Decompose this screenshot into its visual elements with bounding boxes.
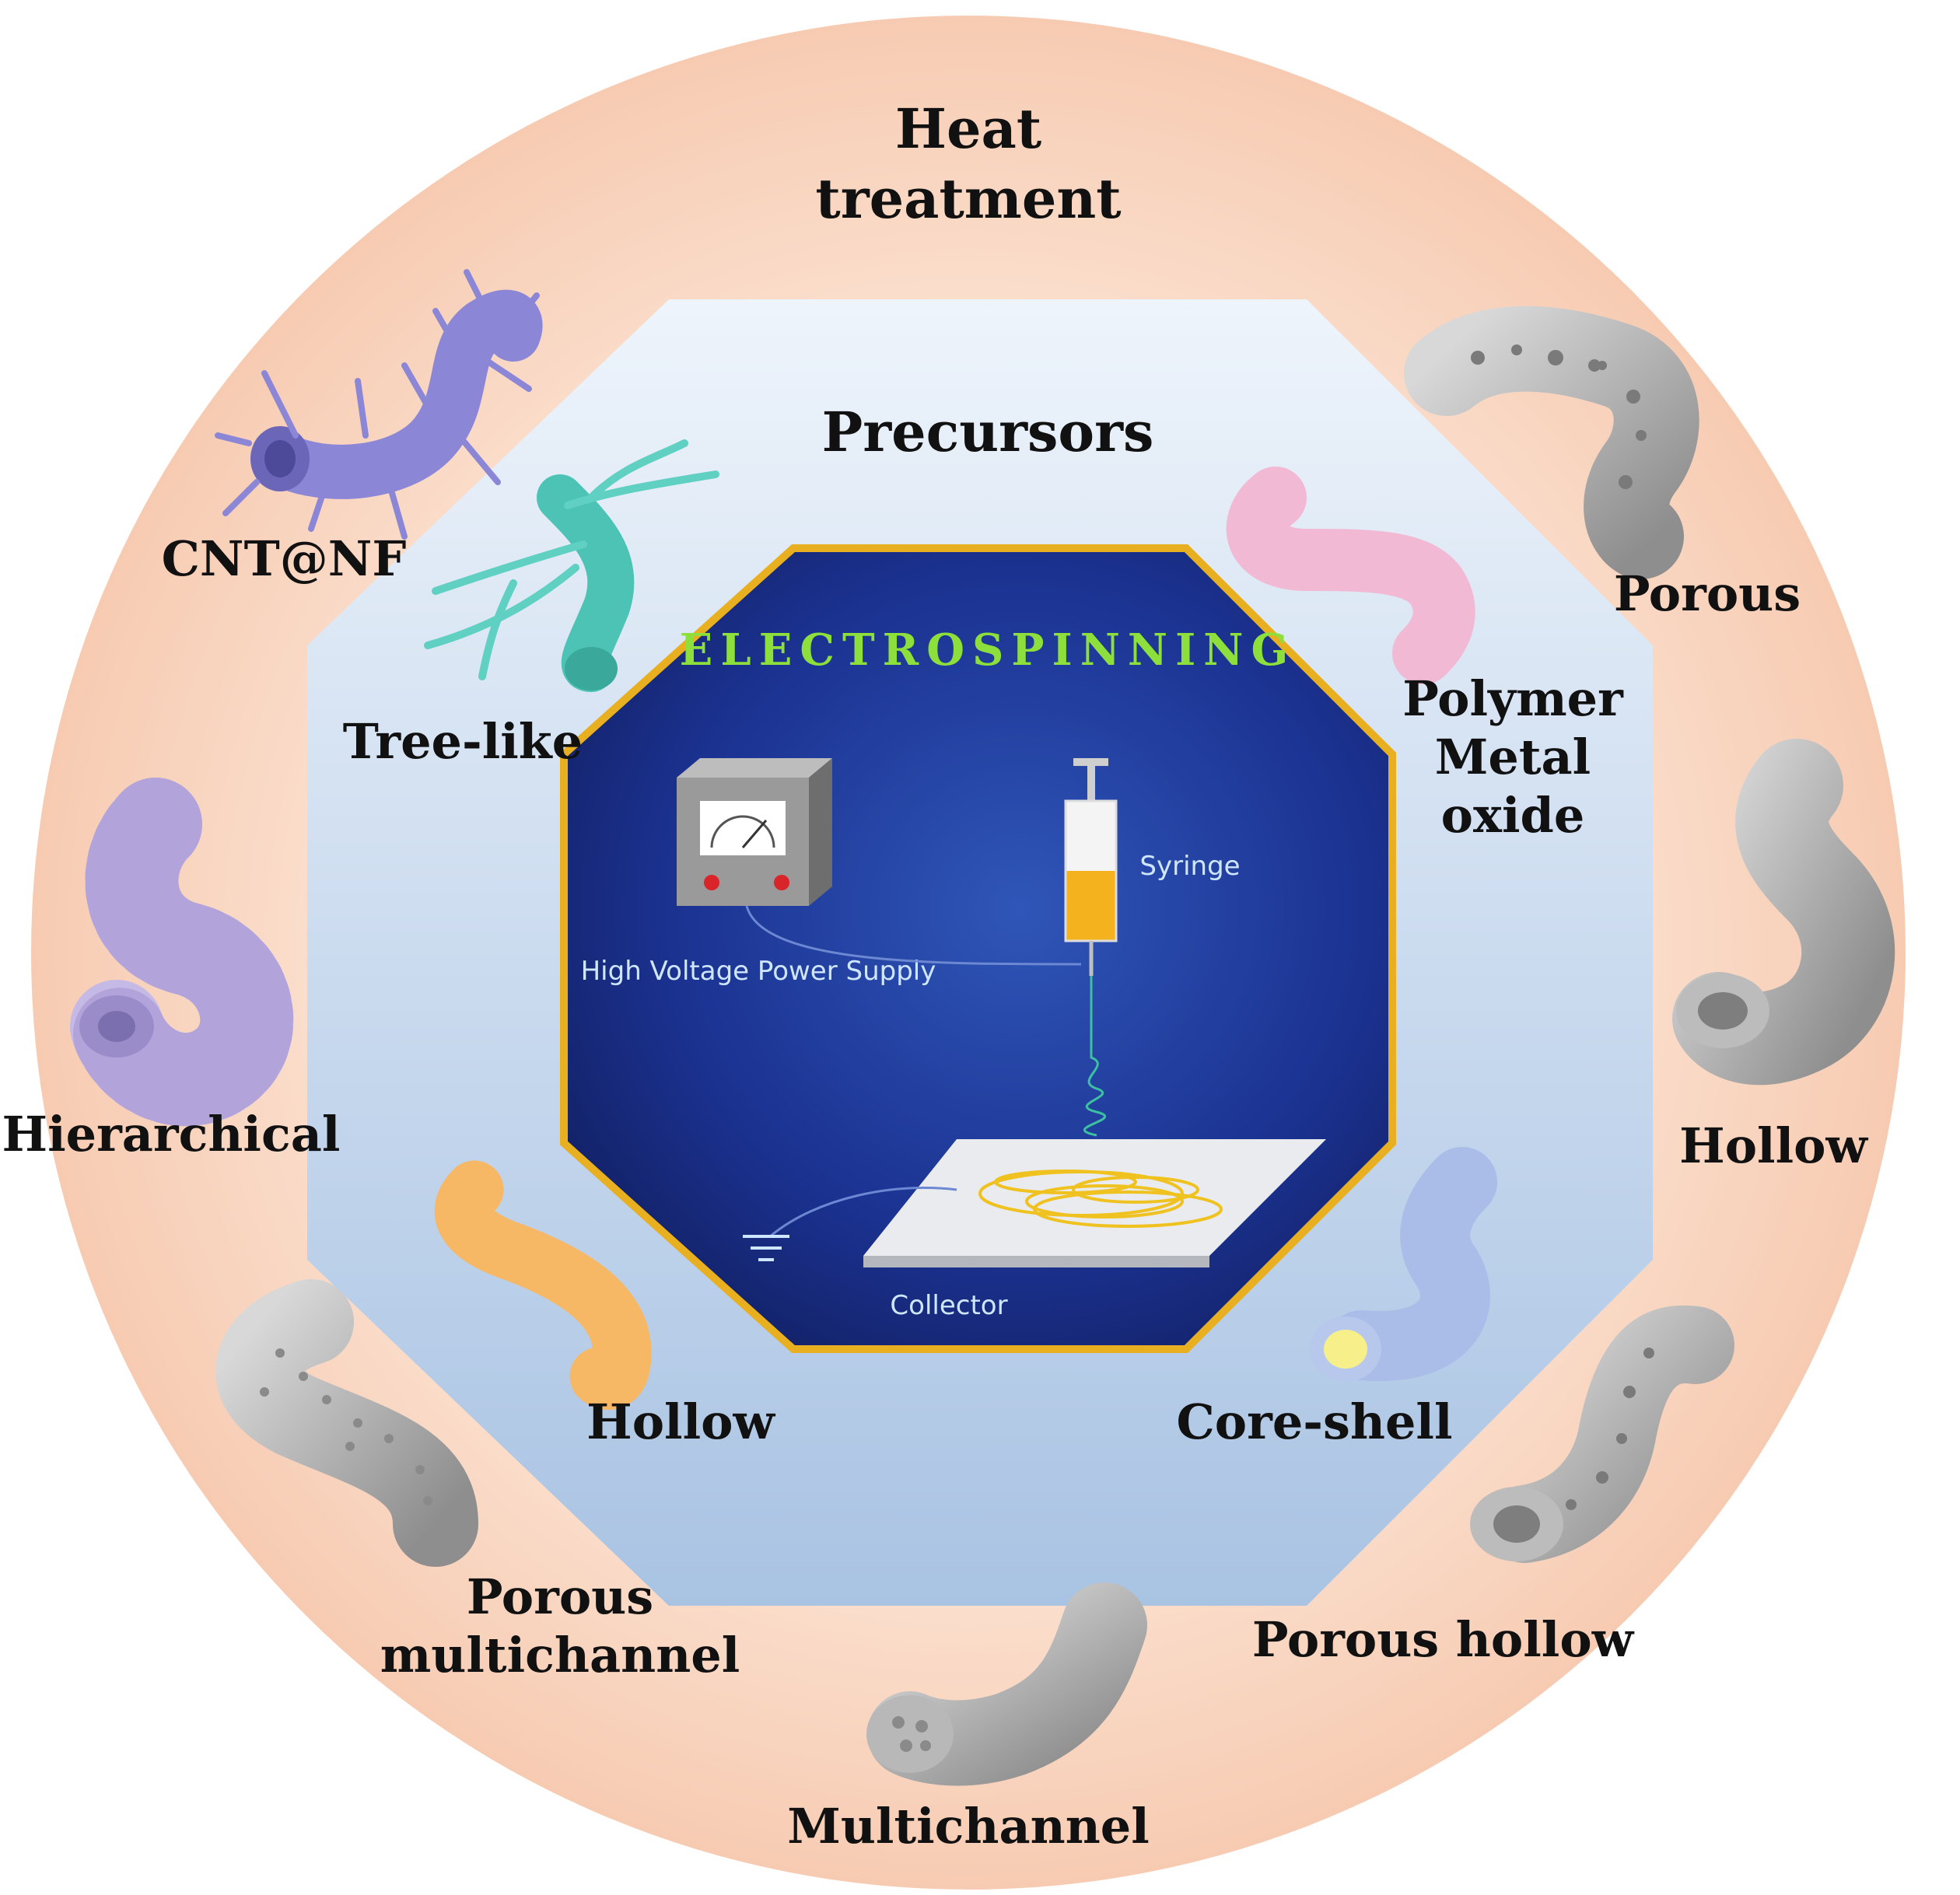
precursors-title: Precursors	[822, 400, 1154, 464]
label-porous-multichannel-line1: Porous	[467, 1568, 653, 1625]
ground-icon	[743, 1235, 789, 1261]
power-supply-icon	[677, 758, 832, 906]
label-hierarchical: Hierarchical	[2, 1106, 341, 1163]
syringe-icon	[1064, 758, 1118, 976]
hierarchical-fiber-icon	[70, 778, 294, 1127]
label-power-supply: High Voltage Power Supply	[581, 956, 936, 987]
label-porous-hollow: Porous hollow	[1252, 1611, 1635, 1668]
label-metal: Metal	[1435, 729, 1591, 785]
cnt-nf-fiber-icon	[215, 269, 543, 540]
polymer-fiber-icon	[1226, 467, 1475, 684]
tree-like-fiber-icon	[424, 439, 719, 692]
heat-treatment-title-line2: treatment	[815, 166, 1121, 231]
porous-fiber-icon	[1404, 306, 1699, 579]
ground-wire	[769, 1187, 957, 1238]
label-cnt-nf: CNT@NF	[162, 530, 407, 587]
hollow-fiber-icon	[1672, 739, 1895, 1086]
collector-icon	[863, 1139, 1326, 1267]
electrospun-jet	[1083, 976, 1106, 1137]
label-multichannel: Multichannel	[787, 1798, 1150, 1855]
label-hollow-inner: Hollow	[586, 1393, 775, 1450]
label-porous-multichannel-line2: multichannel	[380, 1627, 740, 1683]
label-porous: Porous	[1614, 565, 1801, 622]
label-syringe: Syringe	[1139, 851, 1240, 882]
label-oxide: oxide	[1441, 787, 1585, 844]
label-core-shell: Core-shell	[1176, 1393, 1452, 1450]
label-polymer: Polymer	[1402, 670, 1624, 727]
label-collector: Collector	[890, 1290, 1007, 1321]
power-wire	[745, 905, 1082, 966]
porous-multichannel-fiber-icon	[215, 1279, 478, 1567]
core-shell-fiber-icon	[1310, 1147, 1497, 1382]
heat-treatment-title-line1: Heat	[895, 96, 1041, 161]
hollow-precursor-fiber-icon	[434, 1160, 652, 1410]
label-hollow-outer: Hollow	[1679, 1117, 1868, 1174]
multichannel-fiber-icon	[866, 1582, 1147, 1786]
porous-hollow-fiber-icon	[1470, 1306, 1734, 1563]
label-tree-like: Tree-like	[343, 713, 583, 770]
electrospinning-title: ELECTROSPINNING	[680, 624, 1297, 676]
